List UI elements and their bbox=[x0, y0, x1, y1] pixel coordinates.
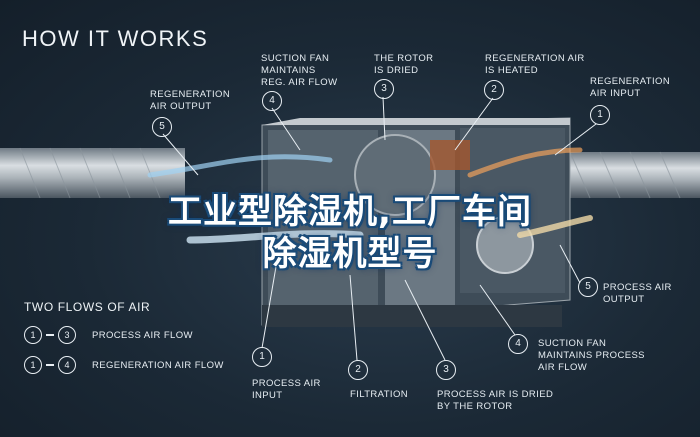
air-flows bbox=[147, 147, 593, 244]
legend-dash bbox=[46, 364, 54, 366]
legend-from: 1 bbox=[24, 356, 42, 374]
watermark-line-2: 除湿机型号 bbox=[262, 234, 438, 274]
legend-text: REGENERATION AIR FLOW bbox=[92, 359, 224, 371]
callout-number: 2 bbox=[484, 80, 504, 100]
page-title: HOW IT WORKS bbox=[22, 26, 209, 51]
label-rotor-dried: THE ROTOR IS DRIED bbox=[374, 53, 434, 76]
leader-lines bbox=[162, 96, 597, 361]
legend-row-process: 1 3 PROCESS AIR FLOW bbox=[24, 326, 193, 344]
legend-to: 4 bbox=[58, 356, 76, 374]
label-regeneration-heated: REGENERATION AIR IS HEATED bbox=[485, 53, 585, 76]
label-process-air-output: PROCESS AIR OUTPUT bbox=[603, 282, 672, 305]
dehumidifier-unit bbox=[261, 117, 571, 327]
legend-title: TWO FLOWS OF AIR bbox=[24, 300, 151, 314]
label-process-air-input: PROCESS AIR INPUT bbox=[252, 378, 321, 401]
callout-number: 1 bbox=[590, 105, 610, 125]
callout-number: 3 bbox=[374, 79, 394, 99]
legend-to: 3 bbox=[58, 326, 76, 344]
legend-from: 1 bbox=[24, 326, 42, 344]
label-process-air-dried: PROCESS AIR IS DRIED BY THE ROTOR bbox=[437, 389, 554, 412]
callout-number: 3 bbox=[436, 360, 456, 380]
legend-dash bbox=[46, 334, 54, 336]
legend-text: PROCESS AIR FLOW bbox=[92, 329, 193, 341]
label-regeneration-input: REGENERATION AIR INPUT bbox=[590, 76, 671, 99]
callout-number: 5 bbox=[152, 117, 172, 137]
label-suction-fan-reg: SUCTION FAN MAINTAINS REG. AIR FLOW bbox=[261, 53, 338, 88]
label-regeneration-air-output: REGENERATION AIR OUTPUT bbox=[150, 89, 231, 112]
callout-number: 2 bbox=[348, 360, 368, 380]
watermark-line-1: 工业型除湿机,工厂车间 bbox=[168, 192, 532, 232]
callout-number: 5 bbox=[578, 277, 598, 297]
label-suction-fan-process: SUCTION FAN MAINTAINS PROCESS AIR FLOW bbox=[538, 338, 645, 373]
callout-number: 1 bbox=[252, 347, 272, 367]
legend-row-regeneration: 1 4 REGENERATION AIR FLOW bbox=[24, 356, 224, 374]
callout-number: 4 bbox=[262, 91, 282, 111]
callout-number: 4 bbox=[508, 334, 528, 354]
right-duct bbox=[548, 151, 700, 199]
label-filtration: FILTRATION bbox=[350, 389, 409, 400]
